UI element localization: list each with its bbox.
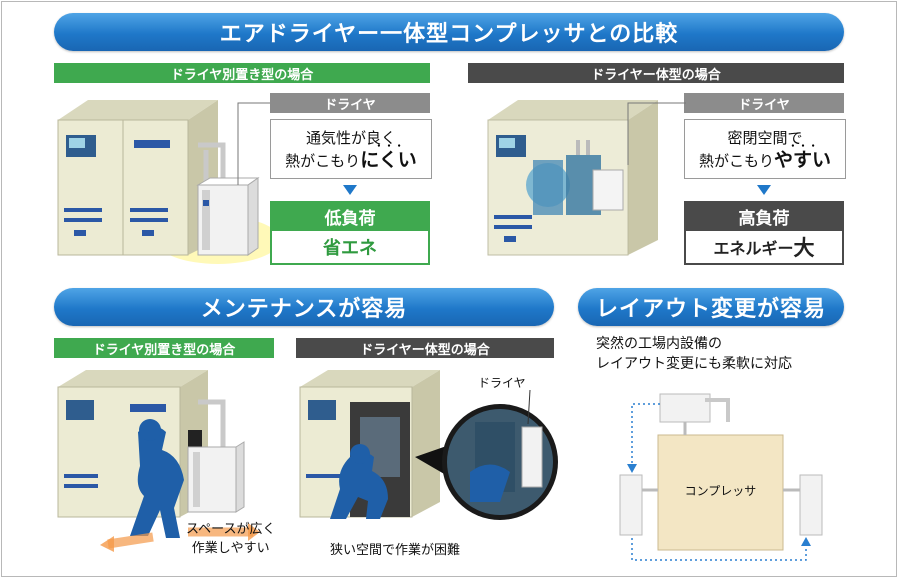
separate-heat-emphasis: にくい bbox=[360, 149, 417, 171]
high-energy-emphasis: 大 bbox=[793, 236, 815, 260]
layout-change-desc-2: レイアウト変更にも柔軟に対応 bbox=[596, 356, 792, 372]
separate-heat-line2a: 熱がこもり bbox=[285, 151, 361, 170]
maintenance-separate-tag: ドライヤ別置き型の場合 bbox=[54, 338, 274, 358]
separate-dryer-label: ドライヤ bbox=[270, 93, 430, 113]
integrated-heat-line2: 熱がこもりやすい bbox=[685, 149, 845, 172]
layout-change-banner: レイアウト変更が容易 bbox=[578, 288, 844, 326]
maintenance-integrated-caption: 狭い空間で作業が困難 bbox=[330, 543, 461, 558]
integrated-type-tag: ドライヤー体型の場合 bbox=[468, 63, 844, 83]
high-energy-text: エネルギー bbox=[713, 239, 794, 258]
maintenance-separate-caption-2: 作業しやすい bbox=[191, 541, 270, 556]
maintenance-separate-illustration bbox=[57, 370, 260, 552]
separate-result-arrow bbox=[343, 185, 357, 195]
layout-change-description: 突然の工場内設備の レイアウト変更にも柔軟に対応 bbox=[596, 334, 792, 374]
integrated-heat-line2a: 熱がこもり bbox=[698, 151, 774, 170]
high-energy-body: エネルギー大 bbox=[684, 231, 844, 265]
layout-change-desc-1: 突然の工場内設備の bbox=[596, 336, 722, 352]
maintenance-integrated-illustration bbox=[299, 370, 558, 520]
separate-dryer-compressor-illustration bbox=[57, 100, 278, 264]
energy-saving-body: 省エネ bbox=[270, 231, 430, 265]
integrated-dryer-label: ドライヤ bbox=[684, 93, 844, 113]
maintenance-separate-caption: スペースが広く 作業しやすい bbox=[186, 520, 275, 558]
low-load-head: 低負荷 bbox=[270, 201, 430, 231]
layout-change-diagram bbox=[619, 393, 823, 561]
separate-type-tag: ドライヤ別置き型の場合 bbox=[54, 63, 430, 83]
separate-heat-textbox: 通気性が良く 熱がこもりにくい bbox=[270, 119, 432, 179]
high-load-head: 高負荷 bbox=[684, 201, 844, 231]
maintenance-dryer-callout: ドライヤ bbox=[478, 376, 526, 390]
maintenance-banner: メンテナンスが容易 bbox=[54, 288, 554, 326]
separate-dryer-leader-line bbox=[237, 102, 270, 185]
comparison-banner: エアドライヤー一体型コンプレッサとの比較 bbox=[54, 13, 844, 51]
integrated-heat-textbox: 密閉空間で 熱がこもりやすい bbox=[684, 119, 846, 179]
integrated-dryer-leader-line bbox=[627, 102, 686, 165]
compressor-label: コンプレッサ bbox=[684, 484, 757, 498]
maintenance-separate-caption-1: スペースが広く bbox=[186, 522, 276, 537]
integrated-dryer-compressor-illustration bbox=[487, 100, 658, 256]
separate-heat-line2: 熱がこもりにくい bbox=[271, 149, 431, 172]
maintenance-integrated-tag: ドライヤー体型の場合 bbox=[296, 338, 554, 358]
integrated-result-arrow bbox=[757, 185, 771, 195]
integrated-heat-emphasis: やすい bbox=[774, 149, 831, 171]
